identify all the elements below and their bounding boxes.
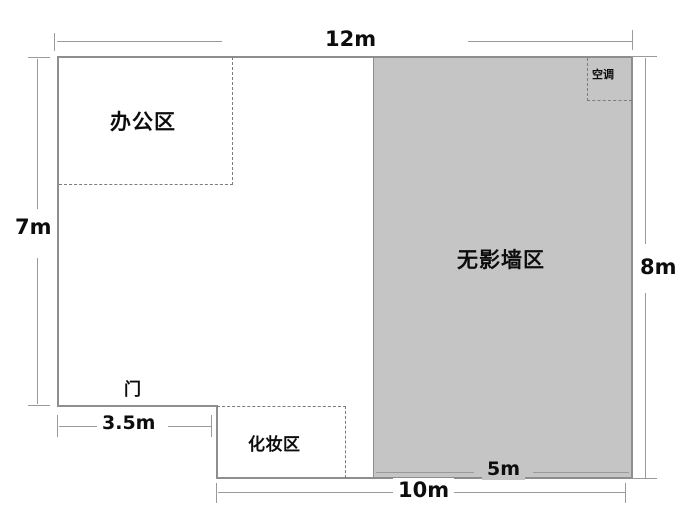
- wall-makeup-left: [216, 405, 218, 479]
- partition-office-right: [232, 57, 233, 185]
- dimension-label-fill-width: 5m: [482, 458, 526, 480]
- zone-label-air-conditioner: 空调: [592, 68, 614, 81]
- partition-makeup-right: [345, 406, 346, 478]
- partition-office-bottom: [59, 184, 233, 185]
- partition-ac-left: [587, 58, 588, 101]
- dim-tick-bottom-right: [625, 483, 626, 503]
- dim-line-right-bottom-segment: [645, 293, 646, 478]
- dim-tick-right-top: [631, 56, 657, 57]
- dim-tick-left-bottom: [28, 405, 50, 406]
- wall-left: [57, 56, 59, 406]
- dim-line-left-top-segment: [37, 59, 38, 209]
- partition-makeup-top: [217, 406, 346, 407]
- zone-label-makeup: 化妆区: [248, 435, 301, 455]
- dim-line-top-left-segment: [57, 41, 222, 42]
- dimension-label-left: 7m: [10, 215, 57, 239]
- partition-ac-bottom: [587, 100, 632, 101]
- zone-label-shadowless-wall: 无影墙区: [457, 248, 545, 272]
- zone-label-office: 办公区: [110, 110, 176, 134]
- dim-tick-bottomleft-right: [211, 415, 212, 437]
- dim-line-bottomleft-left-segment: [59, 426, 98, 427]
- dim-tick-bottomleft-left: [57, 415, 58, 437]
- dimension-label-top: 12m: [320, 27, 382, 51]
- wall-bottom-left: [57, 405, 217, 407]
- dim-line-bottom-left-segment: [218, 492, 394, 493]
- wall-right: [631, 56, 633, 479]
- zone-label-door: 门: [124, 380, 142, 400]
- dim-line-bottom-right-segment: [448, 492, 625, 493]
- dimension-label-bottom: 10m: [393, 478, 455, 502]
- dimension-label-right: 8m: [635, 255, 682, 279]
- dim-line-fill-left-segment: [376, 472, 474, 473]
- dim-line-fill-right-segment: [533, 472, 629, 473]
- dim-tick-left-top: [28, 57, 50, 58]
- dim-tick-right-bottom: [631, 478, 657, 479]
- dim-line-top-right-segment: [468, 41, 632, 42]
- dim-line-bottomleft-right-segment: [168, 426, 211, 427]
- zone-shadowless-wall[interactable]: [373, 57, 632, 478]
- dim-line-left-bottom-segment: [37, 258, 38, 404]
- dim-tick-bottom-left: [216, 483, 217, 503]
- wall-top: [57, 56, 633, 58]
- dimension-label-bottom-left: 3.5m: [97, 412, 161, 434]
- dim-tick-top-right: [632, 30, 633, 50]
- dim-tick-top-left: [54, 33, 55, 51]
- dim-line-right-top-segment: [645, 58, 646, 244]
